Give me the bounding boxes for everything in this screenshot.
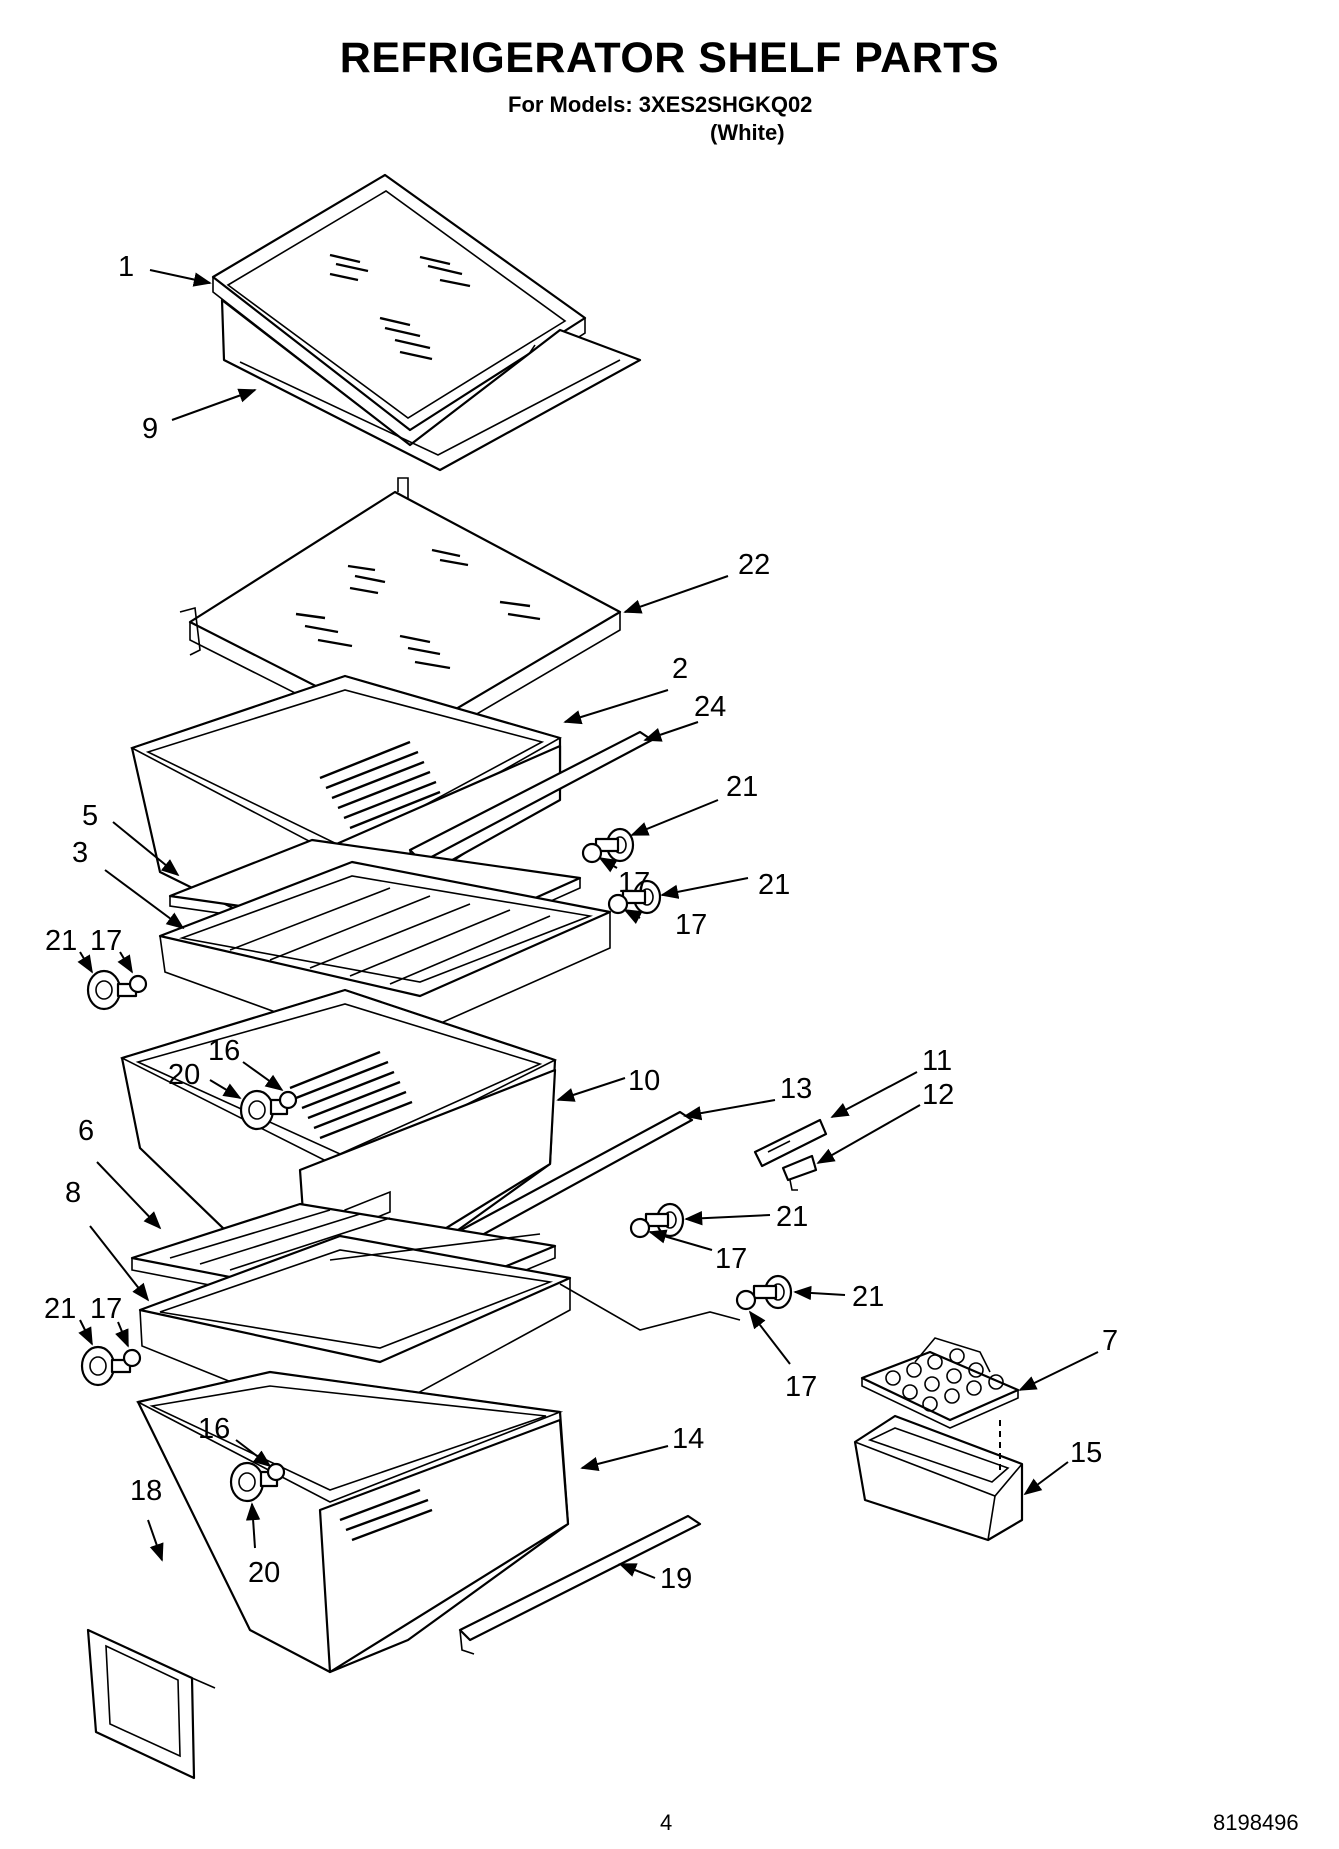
callout-20-b: 20 [248,1557,280,1589]
callout-16-a: 16 [208,1035,240,1067]
bolt-16-lower [266,1462,286,1482]
slide-clips [753,1118,828,1191]
callout-10: 10 [628,1065,660,1097]
model-number: For Models: 3XES2SHGKQ02 [508,92,813,117]
bolt-17-lower-right-a [629,1217,651,1239]
callout-3: 3 [72,837,88,869]
callout-21-f: 21 [44,1293,76,1325]
callout-21-d: 21 [776,1201,808,1233]
callout-16-b: 16 [198,1413,230,1445]
callout-9: 9 [142,413,158,445]
callout-18: 18 [130,1475,162,1507]
bolt-17-left-lower [122,1348,142,1368]
callout-21-c: 21 [45,925,77,957]
callout-1: 1 [118,251,134,283]
callout-17-e: 17 [785,1371,817,1403]
callout-15: 15 [1070,1437,1102,1469]
callout-17-c: 17 [675,909,707,941]
callout-2: 2 [672,653,688,685]
roller-parts [80,827,793,1503]
callout-21-a: 21 [726,771,758,803]
callout-17-b: 17 [90,925,122,957]
roller-21-lower-right-a [644,1202,685,1238]
roller-21-left-lower [80,1345,132,1387]
bolt-16-upper [278,1090,298,1110]
callout-8: 8 [65,1177,81,1209]
callout-17-d: 17 [715,1243,747,1275]
callout-24: 24 [694,691,726,723]
model-color: (White) [710,120,785,145]
bolt-17-upper-right [581,842,603,864]
callout-22: 22 [738,549,770,581]
leader-lines [77,269,1099,1579]
bolt-17-lower-right-b [735,1289,757,1311]
page-title: REFRIGERATOR SHELF PARTS [339,34,1000,82]
callout-17-a: 17 [618,867,650,899]
callout-20-a: 20 [168,1059,200,1091]
callout-6: 6 [78,1115,94,1147]
egg-tray-cover [860,1337,1020,1429]
callout-12: 12 [922,1079,954,1111]
egg-bin [853,1414,1024,1542]
label-frame [86,1628,216,1780]
bottom-drawer-rail [458,1514,702,1655]
callout-19: 19 [660,1563,692,1595]
page-number: 4 [660,1810,673,1835]
callout-5: 5 [82,800,98,832]
bolt-17-mid-right [607,893,629,915]
callout-13: 13 [780,1073,812,1105]
callout-21-e: 21 [852,1281,884,1313]
callout-21-b: 21 [758,869,790,901]
roller-21-upper-right [594,827,635,863]
callout-11: 11 [922,1045,952,1077]
roller-21-left-upper [86,969,138,1011]
shelf-frame [220,298,642,472]
callout-numbers: 1 9 22 2 24 21 5 3 17 21 21 17 17 16 20 … [44,251,1118,1595]
roller-21-lower-right-b [752,1274,793,1310]
callout-14: 14 [672,1423,704,1455]
roller-21-mid-right [621,879,662,915]
bolt-17-left-upper [128,974,148,994]
callout-7: 7 [1102,1325,1118,1357]
callout-17-f: 17 [90,1293,122,1325]
document-number: 8198496 [1213,1810,1299,1835]
